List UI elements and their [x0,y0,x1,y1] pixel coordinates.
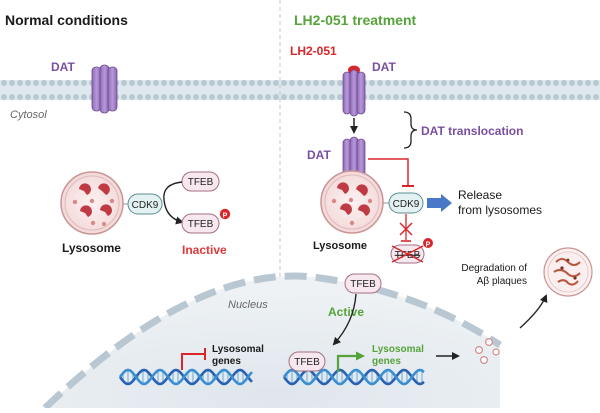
translocation-brace [403,111,418,149]
right-dat-transporter-icon [342,69,366,117]
nuclear-tfeb-box [288,351,326,372]
right-cdk9-label: CDK9 [393,199,420,210]
right-dat-label: DAT [372,60,396,74]
phosphorylation-arrow [163,181,184,225]
free-tfeb-box [344,273,382,294]
dat-inhibits-cdk9-line [368,158,409,186]
left-tfeb-phospho-label: TFEB [188,219,214,230]
right-lysosome-label: Lysosome [313,240,367,252]
degradation-label-line2: Aβ plaques [477,276,527,287]
left-lysosome-label: Lysosome [62,241,121,255]
right-phosphate-label: P [426,242,431,249]
release-label-line2: from lysosomes [458,203,542,217]
left-tfeb-top-label: TFEB [188,177,214,188]
right-lysosomal-genes-line1: Lysosomal [372,344,424,355]
cell-membrane [0,80,600,100]
degradation-arrow [519,294,548,329]
cytosol-label: Cytosol [10,109,47,121]
left-dna-helix-icon [118,368,253,386]
left-cdk9-box [127,193,163,215]
right-tfeb-phospho-label: TFEB [395,250,421,261]
right-lysosomal-genes-line2: genes [372,356,401,367]
dat-translocation-label: DAT translocation [421,124,523,138]
left-lysosome-icon [60,171,124,235]
released-enzyme-dots [475,338,500,365]
left-phosphate-label: P [223,213,228,220]
nucleus: Nucleus [42,272,502,411]
right-panel-title: LH2-051 treatment [294,12,416,28]
right-promoter-arrow [336,351,365,372]
inactive-label: Inactive [182,243,227,257]
left-cdk9-label: CDK9 [132,200,159,211]
release-label-line1: Release [458,188,502,202]
degradation-label-line1: Degradation of [461,263,527,274]
free-tfeb-label: TFEB [350,279,376,290]
left-lysosomal-genes-line1: Lysosomal [212,344,264,355]
lh2-label: LH2-051 [290,44,337,58]
right-dna-helix-icon [282,368,425,386]
right-phosphate-icon [423,238,433,248]
internal-dat-label: DAT [307,148,331,162]
tfeb-nuclear-entry-arrow [332,293,357,346]
left-tfeb-phospho-box [181,213,220,234]
tfeb-strike-line-2 [391,245,424,263]
left-dat-transporter-icon [91,64,118,114]
left-promoter-line [181,353,205,370]
left-tfeb-top-box [181,171,220,192]
release-arrow [427,194,452,212]
nuclear-tfeb-label: TFEB [294,357,320,368]
right-cdk9-box [388,192,424,214]
right-lysosome-icon [320,170,384,234]
blocked-phosphorylation-icon [399,214,413,242]
left-dat-label: DAT [51,60,75,74]
plaque-icon [543,247,593,297]
nucleus-label: Nucleus [228,299,268,311]
left-lysosomal-genes-line2: genes [212,356,241,367]
phosphate-icon [219,208,231,220]
left-panel-title: Normal conditions [5,12,128,28]
active-label: Active [328,305,364,319]
